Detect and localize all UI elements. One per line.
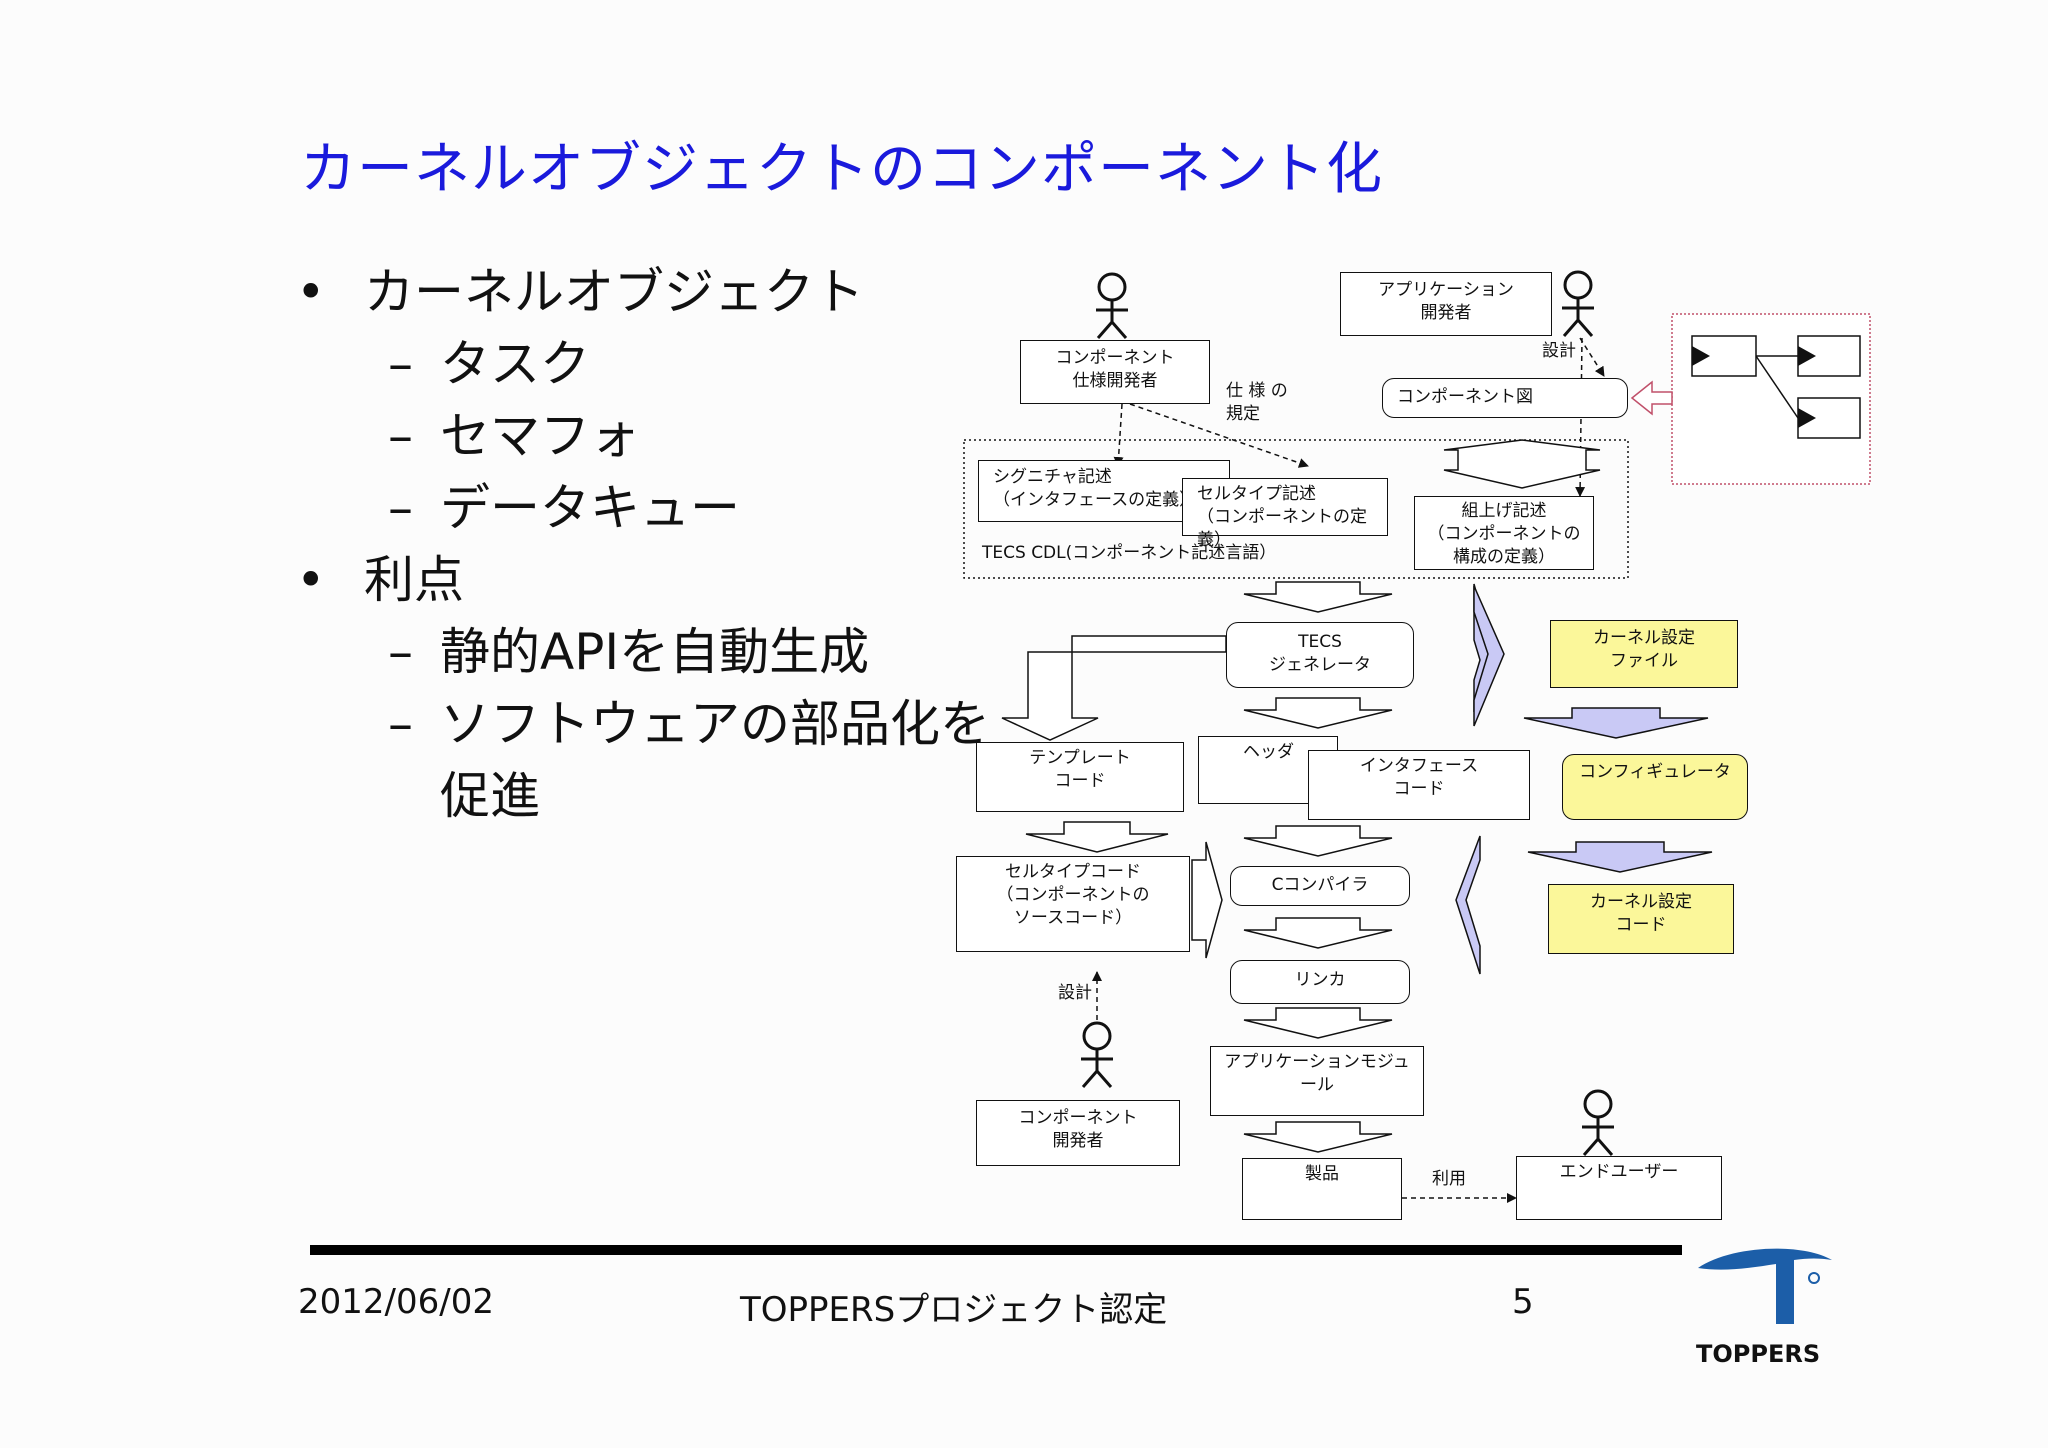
toppers-logo: TOPPERS: [1696, 1248, 1832, 1368]
celltype-box: セルタイプ記述 （コンポーネントの定義）: [1182, 478, 1388, 550]
app-developer-label: アプリケーション 開発者: [1378, 280, 1514, 323]
app-module-box: アプリケーションモジュ ール: [1210, 1046, 1424, 1116]
footer-rule: [310, 1245, 1682, 1255]
end-user-figure-icon: [1582, 1089, 1614, 1156]
configurator-box: コンフィギュレータ: [1562, 754, 1748, 820]
sub-bullet-text: 静的APIを自動生成: [440, 623, 870, 681]
tecs-cdl-label: TECS CDL(コンポーネント記述言語）: [982, 543, 1277, 563]
kernel-config-file-label: カーネル設定 ファイル: [1593, 628, 1695, 671]
tecs-generator-box: TECS ジェネレータ: [1226, 622, 1414, 688]
linker-label: リンカ: [1294, 970, 1346, 990]
end-user-label: エンドユーザー: [1559, 1162, 1679, 1182]
component-developer-box: コンポーネント 開発者: [976, 1100, 1180, 1166]
product-label: 製品: [1305, 1164, 1339, 1184]
bullet-marker: •: [296, 551, 326, 609]
app-module-label: アプリケーションモジュ ール: [1224, 1052, 1410, 1095]
kernel-config-code-box: カーネル設定 コード: [1548, 884, 1734, 954]
spec-developer-label: コンポーネント 仕様開発者: [1055, 348, 1175, 391]
tecs-cdl-region: [963, 439, 1629, 579]
sub-bullet-marker: –: [388, 623, 413, 681]
app-developer-figure-icon: [1562, 270, 1594, 337]
spec-to-signature-arrow: [1113, 403, 1124, 467]
bullet-text: 利点: [364, 551, 464, 609]
template-code-label: テンプレート コード: [1029, 748, 1131, 791]
sub-bullet-text: データキュー: [440, 479, 740, 537]
celltype-code-box: セルタイプコード （コンポーネントの ソースコード）: [956, 856, 1190, 952]
sub-bullet-marker: –: [388, 335, 413, 393]
tecs-generator-label: TECS ジェネレータ: [1269, 632, 1371, 675]
interface-code-label: インタフェース コード: [1359, 756, 1479, 799]
use-label: 利用: [1432, 1169, 1466, 1189]
footer-page-number: 5: [1512, 1282, 1534, 1322]
linker-box: リンカ: [1230, 960, 1410, 1004]
header-label: ヘッダ: [1243, 742, 1294, 762]
kernel-config-code-label: カーネル設定 コード: [1590, 892, 1692, 935]
bullet-marker: •: [296, 263, 326, 321]
c-compiler-label: Cコンパイラ: [1271, 875, 1369, 895]
configurator-label: コンフィギュレータ: [1579, 762, 1731, 782]
footer-title: TOPPERSプロジェクト認定: [740, 1290, 1168, 1330]
build-label: 組上げ記述 （コンポーネントの 構成の定義）: [1427, 501, 1581, 567]
component-diagram-label: コンポーネント図: [1397, 387, 1533, 407]
slide-title: カーネルオブジェクトのコンポーネント化: [300, 137, 1383, 202]
end-user-box: エンドユーザー: [1516, 1156, 1722, 1220]
interface-code-box: インタフェース コード: [1308, 750, 1530, 820]
sub-bullet-marker: –: [388, 479, 413, 537]
bullet-text: カーネルオブジェクト: [364, 263, 864, 321]
spec-rule-label: 仕 様 の 規定: [1226, 381, 1288, 424]
sub-bullet-text: タスク: [440, 335, 590, 393]
template-code-box: テンプレート コード: [976, 742, 1184, 812]
sub-bullet-marker: –: [388, 407, 413, 465]
app-developer-box: アプリケーション 開発者: [1340, 272, 1552, 336]
celltype-label: セルタイプ記述 （コンポーネントの定義）: [1197, 484, 1367, 550]
signature-label: シグニチャ記述 （インタフェースの定義）: [993, 467, 1197, 510]
cdl-double-arrow: [1443, 439, 1601, 489]
footer-date: 2012/06/02: [298, 1282, 494, 1322]
kernel-config-file-box: カーネル設定 ファイル: [1550, 620, 1738, 688]
build-box: 組上げ記述 （コンポーネントの 構成の定義）: [1414, 496, 1594, 570]
spec-developer-box: コンポーネント 仕様開発者: [1020, 340, 1210, 404]
sub-bullet-text: セマフォ: [440, 407, 640, 465]
product-box: 製品: [1242, 1158, 1402, 1220]
spec-developer-figure-icon: [1096, 272, 1128, 339]
component-developer-figure-icon: [1081, 1021, 1113, 1088]
component-developer-label: コンポーネント 開発者: [1018, 1108, 1138, 1151]
design-label-top: 設計: [1542, 341, 1576, 361]
spec-to-celltype-arrow: [1129, 403, 1309, 468]
component-diagram-box: コンポーネント図: [1382, 378, 1628, 418]
celltype-code-label: セルタイプコード （コンポーネントの ソースコード）: [996, 862, 1150, 928]
thumbnail-link-arrow: [1630, 380, 1673, 416]
blue-arrows: [1455, 583, 1713, 975]
flow-arrows: [1001, 581, 1393, 1153]
sub-bullet-marker: –: [388, 695, 413, 753]
signature-box: シグニチャ記述 （インタフェースの定義）: [978, 460, 1230, 522]
sub-bullet-text: ソフトウェアの部品化を: [440, 695, 990, 753]
sub-bullet-text: 促進: [440, 767, 540, 825]
design-label-bottom: 設計: [1058, 983, 1092, 1003]
logo-text: TOPPERS: [1696, 1340, 1820, 1368]
app-dev-to-diagram-arrow: [1579, 337, 1605, 377]
c-compiler-box: Cコンパイラ: [1230, 866, 1410, 906]
